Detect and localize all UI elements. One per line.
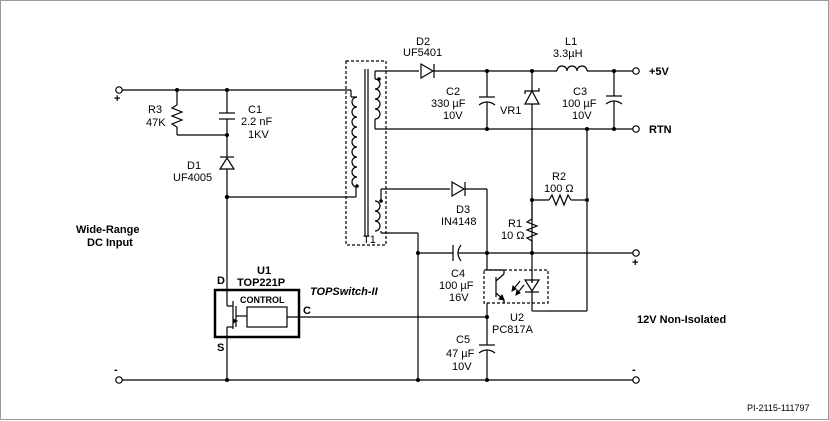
u2-part: PC817A [492,324,534,336]
c5-label: C5 [456,334,470,346]
r2-label: R2 [552,171,566,183]
input-return-rail [116,377,639,383]
capacitor-c2 [479,69,495,131]
capacitor-c3 [606,69,622,131]
pin-s-label: S [217,342,224,354]
r3-value: 47K [146,117,166,129]
input-plus-sign: + [114,93,120,105]
control-block-label: CONTROL [240,295,285,305]
l1-value: 3.3µH [553,48,583,60]
output-plus-sign: + [632,257,638,269]
input-positive-rail [116,87,351,93]
output-rtn-label: RTN [649,124,672,136]
output-minus-sign: - [632,364,636,376]
transformer-t1 [351,69,383,237]
c2-voltage: 10V [443,110,463,122]
optocoupler-u2 [487,253,548,321]
t1-label: T1 [363,234,376,246]
capacitor-c4 [416,245,639,261]
u2-label: U2 [510,312,524,324]
d2-part: UF5401 [403,47,442,59]
c4-value: 100 µF [439,280,474,292]
input-minus-sign: - [114,364,118,376]
c5-voltage: 10V [452,361,472,373]
input-label-wide-range: Wide-Range [76,224,139,236]
resistor-r3 [172,88,227,135]
r1-label: R1 [508,218,522,230]
l1-label: L1 [565,36,577,48]
capacitor-c1 [219,88,235,151]
drain-node-wires [225,189,356,291]
figure-reference-code: PI-2115-111797 [747,403,810,413]
r2-value: 100 Ω [544,183,574,195]
output-nonisolated-label: 12V Non-Isolated [637,314,726,326]
c2-value: 330 µF [431,98,466,110]
c1-label: C1 [248,104,262,116]
c5-value: 47 µF [446,348,475,360]
c3-voltage: 10V [572,110,592,122]
resistor-r2 [530,127,589,311]
c4-label: C4 [451,268,465,280]
topswitch-label: TOPSwitch-II [310,286,379,298]
secondary-wires [375,71,639,132]
r1-value: 10 Ω [501,230,525,242]
c3-value: 100 µF [562,98,597,110]
d3-label: D3 [456,204,470,216]
c1-value: 2.2 nF [241,116,272,128]
output-5v-label: +5V [649,66,670,78]
d1-part: UF4005 [173,172,212,184]
c4-voltage: 16V [449,292,469,304]
u1-label: U1 [257,265,271,277]
c3-label: C3 [573,86,587,98]
d1-label: D1 [187,160,201,172]
c2-label: C2 [446,86,460,98]
r3-label: R3 [148,104,162,116]
diode-d1 [220,151,234,197]
input-label-dc-input: DC Input [87,237,133,249]
pin-d-label: D [217,275,225,287]
c1-voltage: 1KV [248,129,269,141]
d3-part: IN4148 [441,216,476,228]
pin-c-label: C [303,305,311,317]
inductor-l1 [557,66,639,74]
vr1-label: VR1 [500,105,521,117]
u1-part: TOP221P [237,277,285,289]
